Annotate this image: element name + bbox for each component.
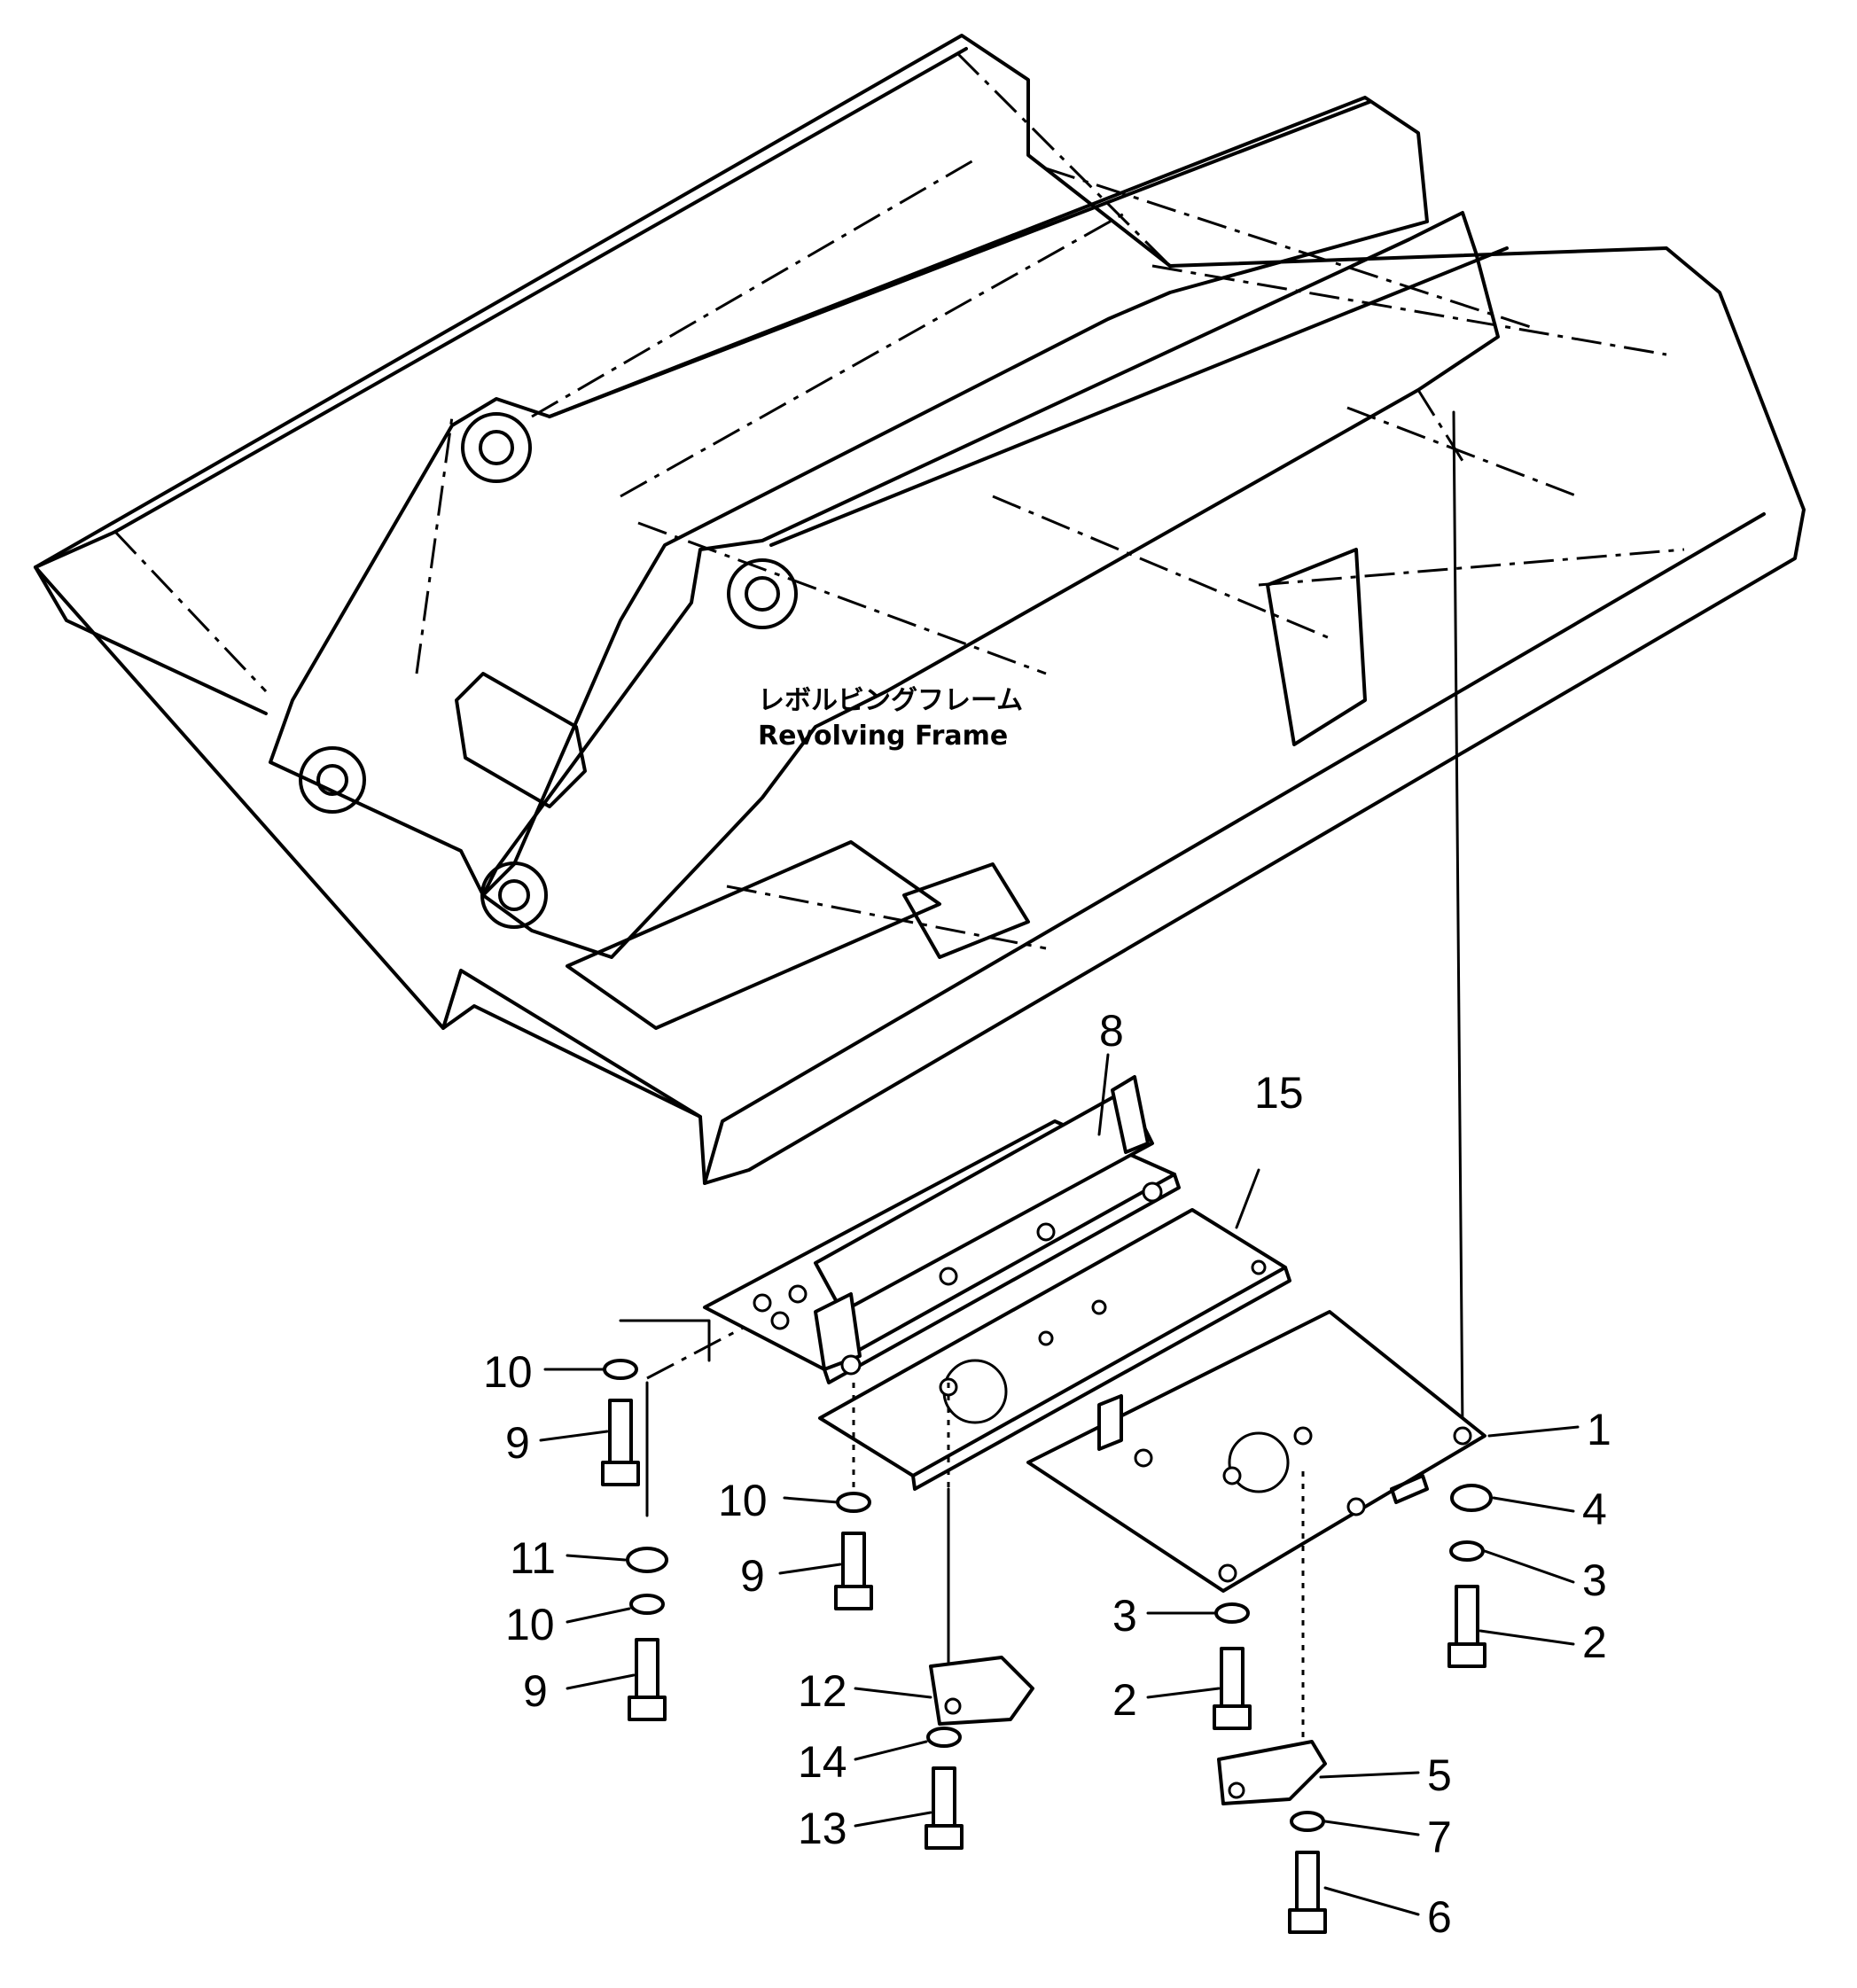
frame-hidden-lines [113,51,1685,950]
callout-3-mid: 3 [1112,1591,1137,1641]
callout-9-top: 9 [505,1418,530,1468]
callout-11: 11 [510,1533,556,1583]
part-5-hole [1228,1781,1245,1799]
callout-10-top: 10 [483,1347,533,1397]
boom-top-line-2 [548,100,1371,418]
callout-numbers: 8 15 1 4 3 2 10 9 10 9 11 10 9 12 14 13 … [483,1006,1611,1942]
callout-9-low: 9 [523,1666,548,1716]
part-15-plate [818,1208,1291,1491]
callout-10-low: 10 [505,1600,555,1649]
frame-label-japanese: レボルビングフレーム [758,685,1023,716]
frame-left-bottom [34,565,268,715]
frame-plate-right [1266,548,1367,746]
assembly-line-right [1452,410,1464,1433]
callout-2-mid: 2 [1112,1675,1137,1725]
part-12-hole [944,1697,962,1715]
callout-9-mid: 9 [740,1551,765,1601]
dotted-assembly-lines [619,1319,1305,1737]
fasteners [601,1359,1493,1934]
assembly-line-left [646,1288,816,1380]
washer-icon [603,1359,638,1380]
callout-15: 15 [1254,1068,1304,1118]
callout-6: 6 [1427,1892,1452,1942]
boom-pin-lugs [299,412,798,929]
frame-label-english: Revolving Frame [758,721,1008,752]
left-boom [269,96,1429,897]
right-boom [481,211,1500,959]
part-8-bracket [703,1075,1181,1384]
callout-14: 14 [798,1737,847,1787]
callout-7: 7 [1427,1813,1452,1862]
frame-front-edge [441,1004,702,1119]
frame-swivel-pad [902,862,1030,959]
boom-top-line [769,246,1509,547]
callout-2-right: 2 [1582,1618,1607,1667]
callout-4: 4 [1582,1485,1607,1534]
revolving-frame [34,34,1806,1185]
callout-3-right: 3 [1582,1555,1607,1605]
part-5-cover [1217,1740,1327,1805]
callout-10-mid: 10 [718,1476,768,1525]
frame-cutout [455,672,587,808]
callout-13: 13 [798,1804,847,1853]
frame-front-bottom [703,512,1766,1185]
frame-outline [34,34,1806,1185]
part-1-plate [1026,1310,1486,1593]
callout-12: 12 [798,1666,847,1716]
leader-lines [539,1053,1580,1916]
part-12-cover [929,1656,1034,1726]
callout-5: 5 [1427,1750,1452,1800]
callout-8: 8 [1099,1006,1124,1056]
callout-1: 1 [1587,1405,1611,1454]
frame-plate-lower [566,840,941,1030]
